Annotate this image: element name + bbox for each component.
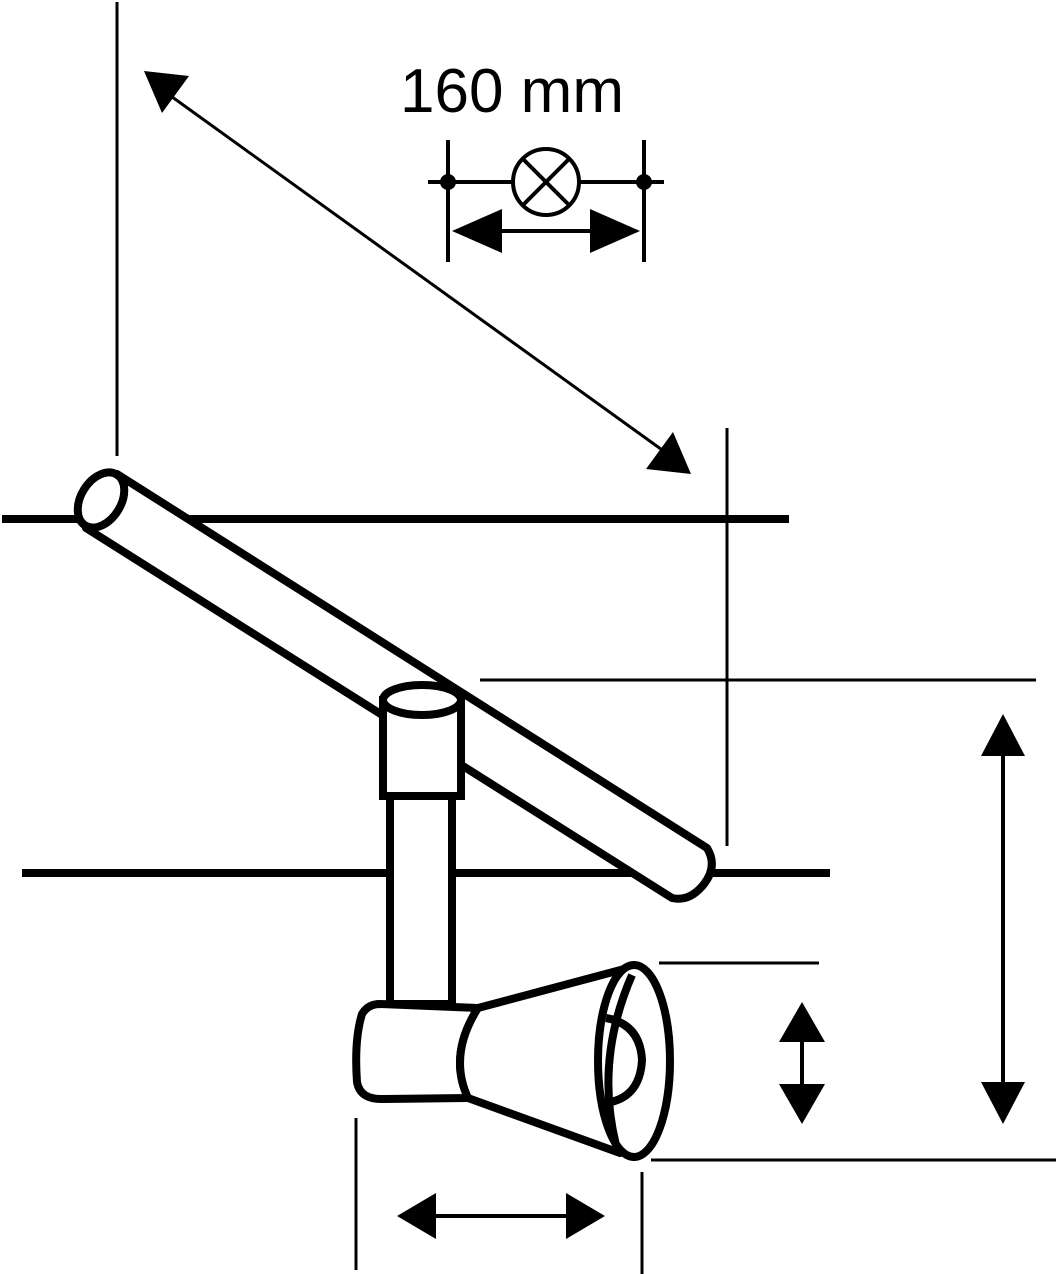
rod-mount — [379, 681, 465, 800]
length-arrowhead-left — [397, 1193, 436, 1239]
reflector-arrowhead-bottom — [779, 1084, 825, 1124]
spotlight-lens — [605, 1014, 646, 1107]
lamp-symbol-cross-b — [521, 157, 571, 207]
height-dimension-arrow — [981, 714, 1025, 1124]
length-arrowhead-right — [566, 1193, 605, 1239]
terminal-left-dot — [440, 174, 456, 190]
diagonal-arrowhead-top — [144, 71, 189, 113]
stem-body — [386, 788, 456, 1008]
spotlight-inner-arc — [604, 973, 636, 1146]
height-arrowhead-bottom — [981, 1082, 1025, 1124]
terminal-right-dot — [636, 174, 652, 190]
reflector-arrowhead-top — [779, 1002, 825, 1042]
height-arrowhead-top — [981, 714, 1025, 756]
diagonal-arrow-shaft — [167, 92, 666, 454]
lamp-x-circle-icon — [428, 140, 664, 262]
diagonal-dimension-arrow — [144, 71, 691, 474]
spotlight-head — [352, 961, 674, 1161]
length-dimension-arrow — [397, 1193, 605, 1239]
lamp-symbol-circle — [511, 147, 581, 217]
spacing-arrowhead-left — [452, 209, 502, 253]
reflector-height-arrow — [779, 1002, 825, 1124]
mount-top — [379, 681, 465, 719]
spacing-arrowhead-right — [590, 209, 640, 253]
rod-end-cap — [73, 468, 129, 532]
stem — [386, 788, 456, 1008]
spacing-dimension-arrow — [452, 209, 640, 253]
diagonal-arrowhead-bottom — [646, 432, 691, 474]
dimension-label: 160 mm — [400, 57, 624, 126]
extension-lines — [115, 2, 1056, 1274]
